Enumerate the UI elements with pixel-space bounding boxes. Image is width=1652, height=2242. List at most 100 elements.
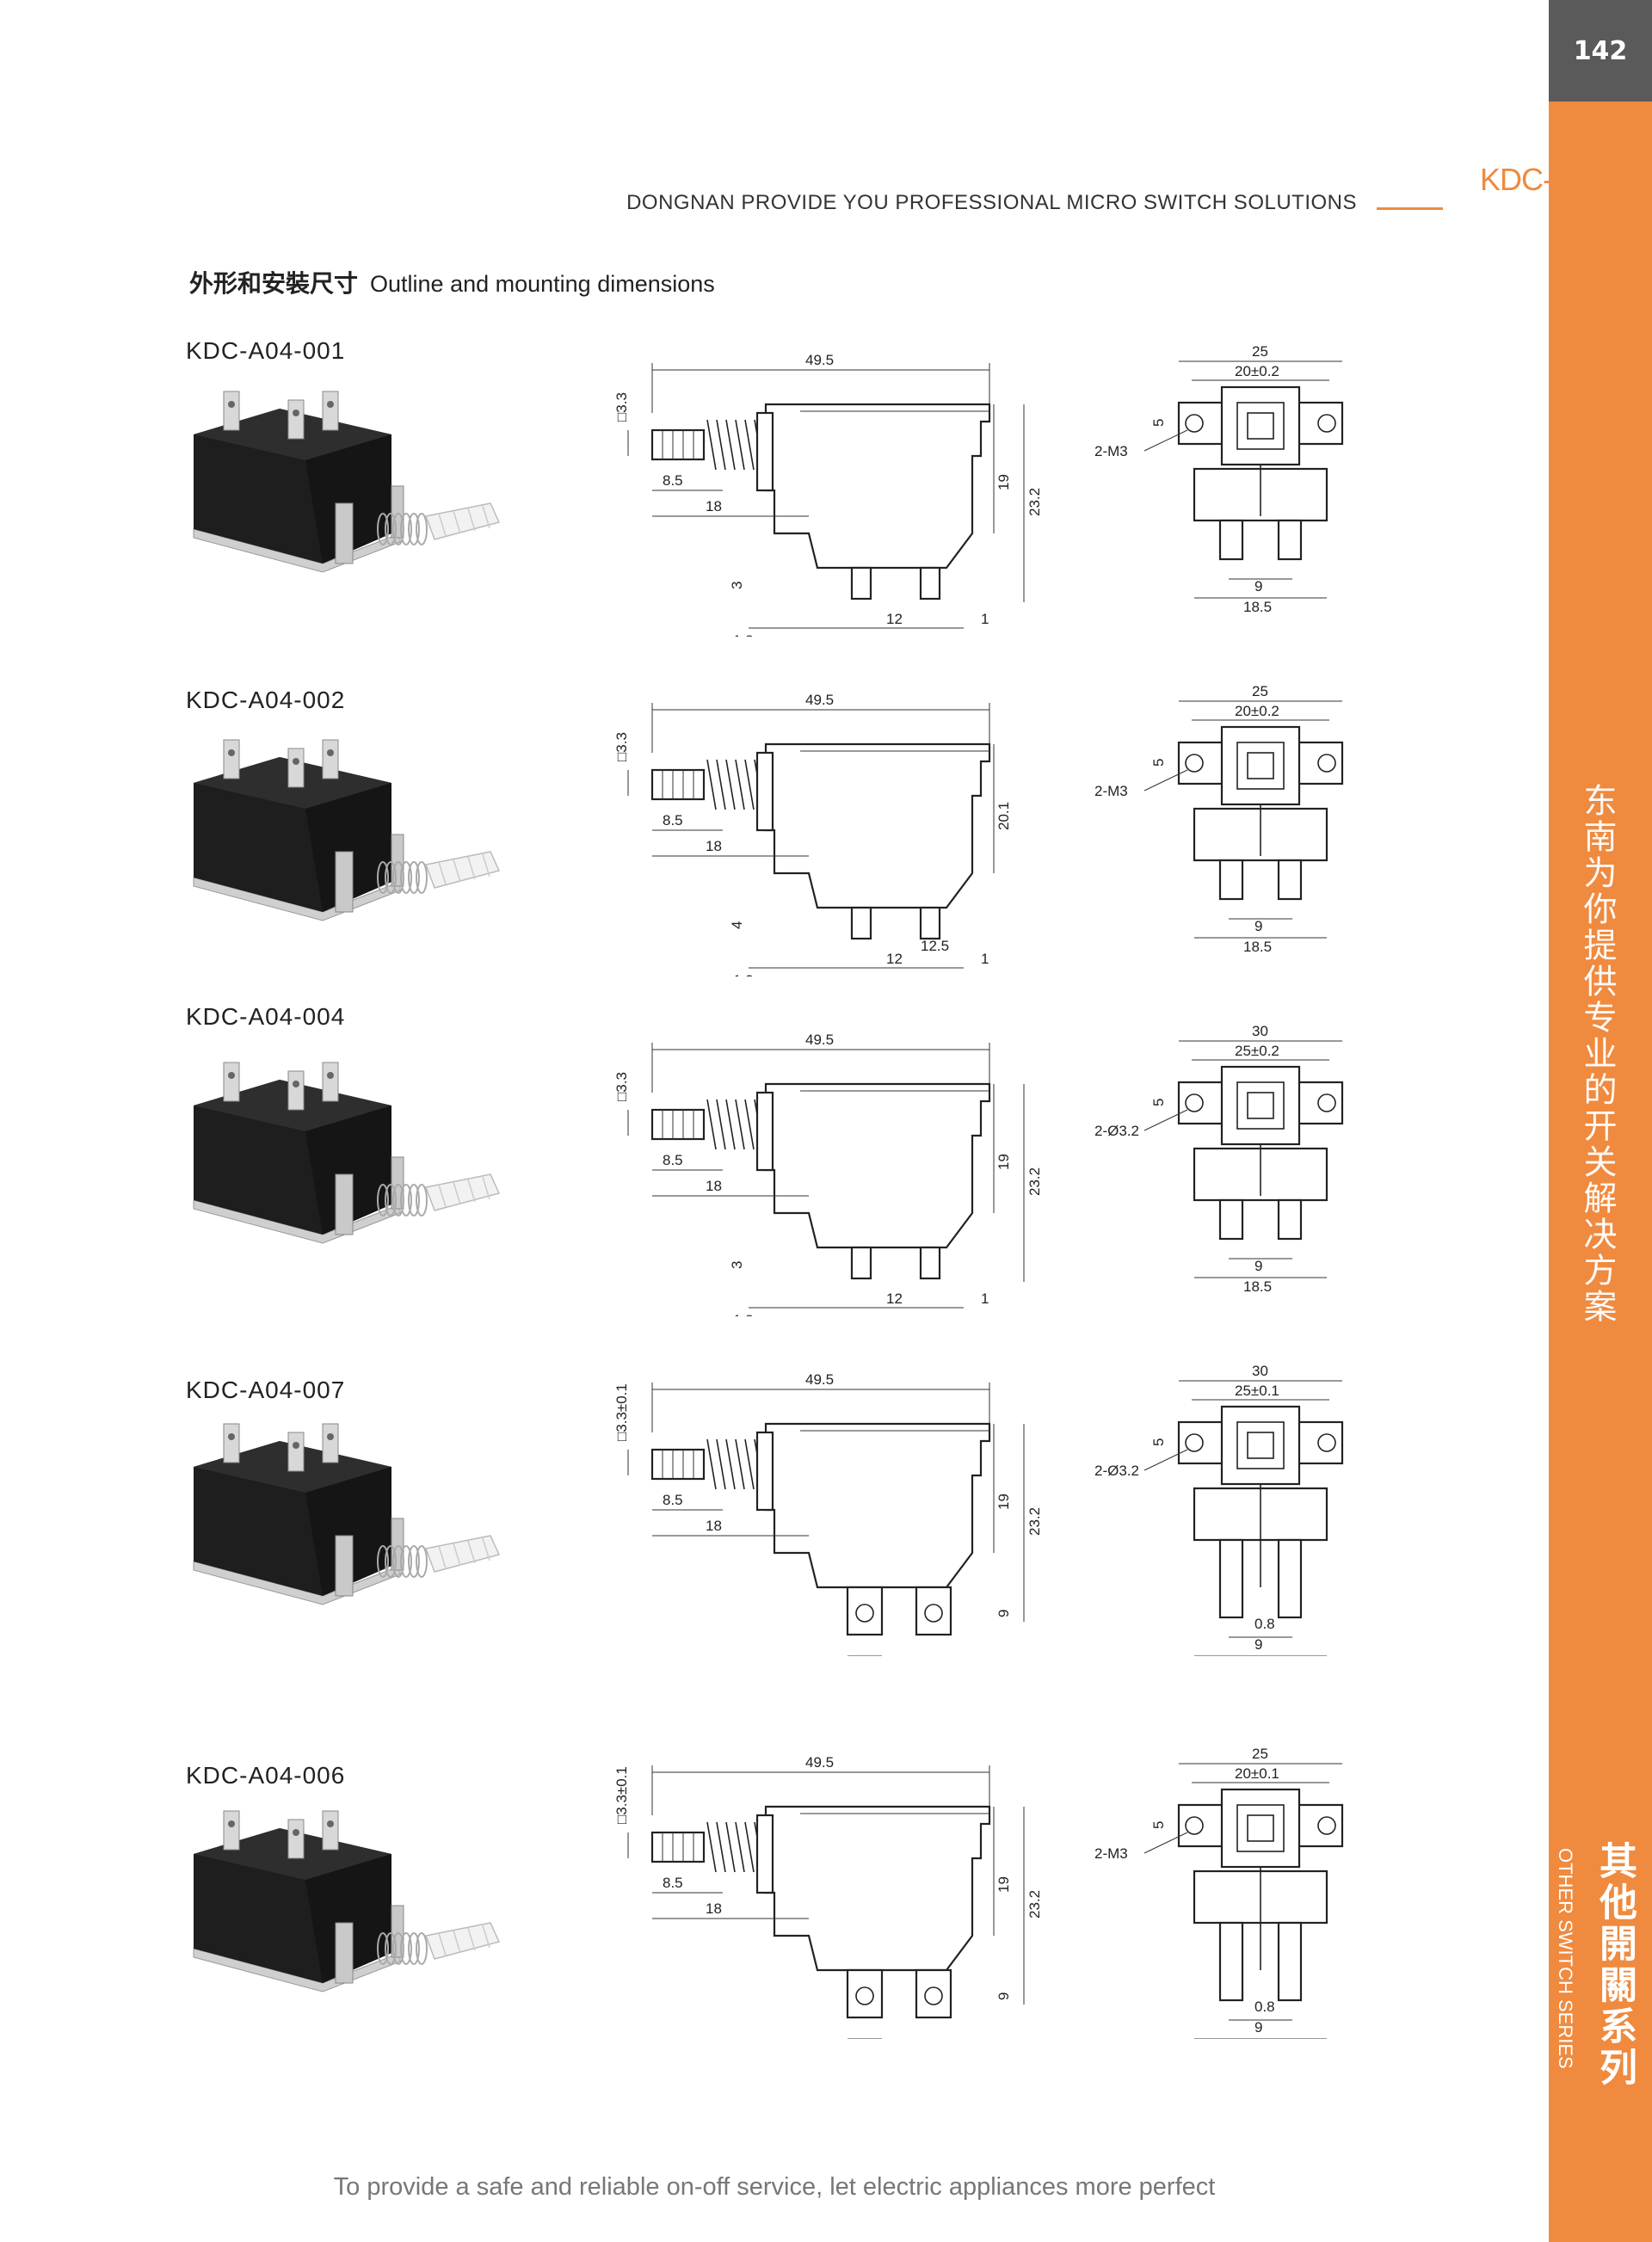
dim-a: 1.2 bbox=[733, 972, 754, 976]
dim-a: 1.8 bbox=[733, 1312, 754, 1316]
side-bar bbox=[1549, 0, 1652, 2242]
terminal-pin bbox=[919, 566, 941, 601]
terminal-pin bbox=[287, 1432, 305, 1472]
section-title-en: Outline and mounting dimensions bbox=[370, 271, 715, 297]
dim-hole: 2-Ø3.2 bbox=[1094, 1123, 1139, 1139]
dim-square: □3.3 bbox=[613, 1072, 630, 1101]
mounting-hole bbox=[1317, 754, 1336, 773]
dim-h1: 20.1 bbox=[996, 802, 1012, 830]
dim-c: 1 bbox=[981, 1290, 989, 1307]
dim-square: □3.3±0.1 bbox=[613, 1766, 630, 1824]
terminal-pin bbox=[322, 1423, 339, 1463]
switch-photo bbox=[193, 1423, 501, 1605]
dim-body: 18 bbox=[706, 1900, 722, 1917]
dim-body: 18 bbox=[706, 1178, 722, 1194]
dim-b: 12 bbox=[886, 951, 903, 967]
dim-width-outer: 30 bbox=[1252, 1364, 1268, 1379]
mounting-hole bbox=[1317, 1433, 1336, 1452]
dim-pin: 8.5 bbox=[663, 472, 683, 489]
dim-length: 49.5 bbox=[805, 1371, 834, 1388]
footer-text: To provide a safe and reliable on-off se… bbox=[333, 2173, 1216, 2201]
dim-foot: 3 bbox=[729, 1261, 745, 1269]
terminal-pin bbox=[322, 1810, 339, 1851]
terminal-pin bbox=[322, 391, 339, 431]
dim-h1: 19 bbox=[996, 474, 1012, 490]
dim-length: 49.5 bbox=[805, 1032, 834, 1048]
terminal-pin bbox=[919, 906, 941, 940]
terminal-pin bbox=[850, 906, 872, 940]
plunger-square bbox=[1247, 752, 1274, 779]
dim-b2: 12.5 bbox=[921, 938, 949, 954]
dim-foot: 9 bbox=[996, 1993, 1012, 2000]
mounting-hole bbox=[1317, 1093, 1336, 1112]
dim-pin-gap: 9 bbox=[1254, 2019, 1262, 2036]
dim-hole: 2-Ø3.2 bbox=[1094, 1463, 1139, 1479]
dim-small: 0.8 bbox=[1254, 1999, 1275, 2015]
terminal-pin bbox=[1218, 1538, 1244, 1619]
mounting-hole bbox=[1317, 1816, 1336, 1835]
dim-h2: 23.2 bbox=[1026, 488, 1043, 516]
dim-square: □3.3±0.1 bbox=[613, 1383, 630, 1441]
terminal-pin bbox=[1277, 1538, 1303, 1619]
dim-width-inner: 25±0.1 bbox=[1235, 1383, 1279, 1399]
side-series-en: OTHER SWITCH SERIES bbox=[1555, 1848, 1576, 2069]
terminal-tab bbox=[915, 1586, 952, 1636]
mounting-hole bbox=[1185, 414, 1204, 433]
terminal-tab bbox=[846, 1586, 884, 1636]
terminal-pin bbox=[223, 1423, 240, 1463]
dim-base: 18.5 bbox=[1243, 599, 1272, 615]
section-title-cn: 外形和安裝尺寸 bbox=[189, 269, 359, 298]
plunger-square bbox=[1247, 1092, 1274, 1119]
terminal-tab bbox=[915, 1968, 952, 2019]
dim-foot: 3 bbox=[729, 582, 745, 589]
model-tag: KDC-A04 bbox=[1480, 162, 1606, 197]
tagline: DONGNAN PROVIDE YOU PROFESSIONAL MICRO S… bbox=[626, 191, 1357, 214]
dim-length: 49.5 bbox=[805, 692, 834, 708]
mounting-hole bbox=[1185, 1433, 1204, 1452]
dim-hole: 2-M3 bbox=[1094, 783, 1128, 799]
terminal-tab bbox=[846, 1968, 884, 2019]
dim-top: 5 bbox=[1150, 1099, 1167, 1106]
dim-square: □3.3 bbox=[613, 732, 630, 761]
terminal-pin bbox=[287, 399, 305, 440]
plunger-square bbox=[1247, 412, 1274, 440]
switch-photo bbox=[193, 1810, 501, 1993]
dim-foot: 4 bbox=[729, 921, 745, 929]
mounting-hole bbox=[1185, 1093, 1204, 1112]
dim-body: 18 bbox=[706, 498, 722, 514]
model-label: KDC-A04-002 bbox=[186, 687, 346, 713]
terminal-pin bbox=[1218, 859, 1244, 901]
model-label: KDC-A04-007 bbox=[186, 1377, 346, 1403]
dim-top: 5 bbox=[1150, 1438, 1167, 1446]
dim-length: 49.5 bbox=[805, 352, 834, 368]
dim-h1: 19 bbox=[996, 1494, 1012, 1510]
terminal-pin bbox=[850, 1246, 872, 1280]
dim-h2: 23.2 bbox=[1026, 1890, 1043, 1919]
terminal-pin bbox=[850, 566, 872, 601]
side-slogan: 东南为你提供专业的开关解决方案 bbox=[1578, 783, 1617, 1325]
dim-pin: 8.5 bbox=[663, 1875, 683, 1891]
dim-pin-gap: 9 bbox=[1254, 918, 1262, 934]
plunger-square bbox=[1247, 1814, 1274, 1842]
mounting-hole bbox=[1185, 754, 1204, 773]
dim-length: 49.5 bbox=[805, 1754, 834, 1771]
dim-b: 12 bbox=[886, 611, 903, 627]
switch-photo bbox=[193, 1062, 501, 1244]
dim-h1: 19 bbox=[996, 1876, 1012, 1893]
dim-pin: 8.5 bbox=[663, 1492, 683, 1508]
dim-width-outer: 25 bbox=[1252, 684, 1268, 699]
dim-top: 5 bbox=[1150, 759, 1167, 767]
terminal-pin bbox=[223, 1062, 240, 1102]
dim-foot: 9 bbox=[996, 1610, 1012, 1617]
terminal-pin bbox=[287, 748, 305, 788]
terminal-pin bbox=[322, 739, 339, 779]
dim-width-inner: 20±0.1 bbox=[1235, 1765, 1279, 1782]
terminal-pin bbox=[1277, 1921, 1303, 2002]
